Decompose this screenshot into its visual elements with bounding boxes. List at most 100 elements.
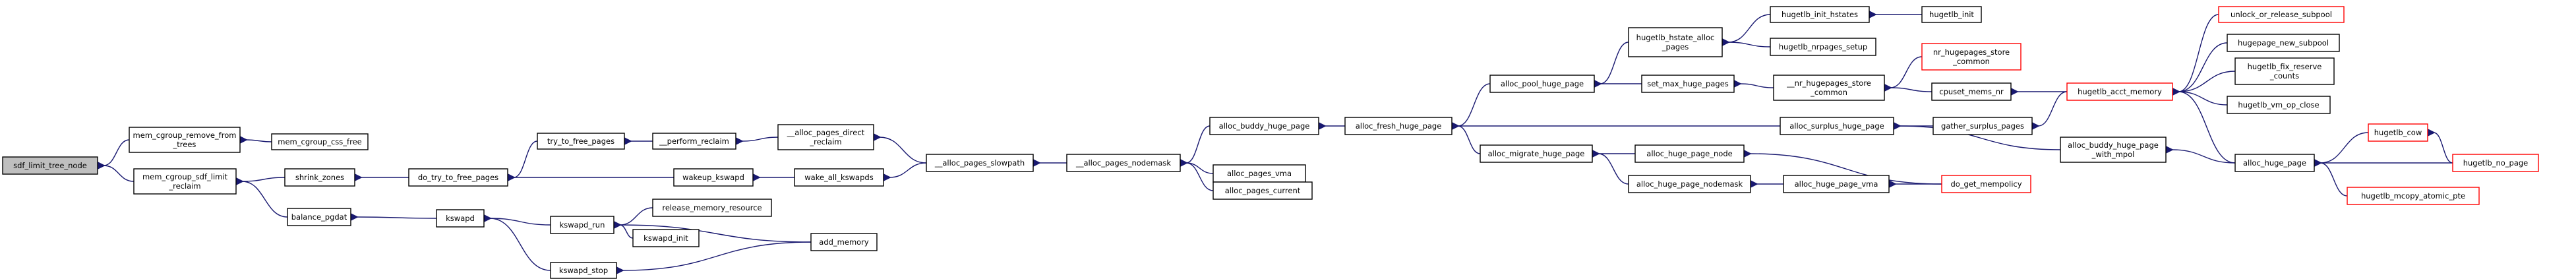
node-wake-all-kswapds[interactable]: wake_all_kswapds — [794, 168, 884, 187]
edge-mem-cgroup-css-free-to-mem-cgroup-remove-from-trees — [246, 140, 272, 142]
edge-release-memory-resource-to-kswapd-run — [620, 207, 653, 225]
node-box — [777, 124, 874, 150]
node-alloc-pages-direct-reclaim[interactable]: __alloc_pages_direct_reclaim — [777, 124, 874, 150]
node-hugetlb-nrpages-setup[interactable]: hugetlb_nrpages_setup — [1770, 38, 1876, 56]
node-label: _counts — [2269, 71, 2299, 80]
node-hugetlb-acct-memory[interactable]: hugetlb_acct_memory — [2066, 82, 2173, 101]
node-cpuset-mems-nr[interactable]: cpuset_mems_nr — [1931, 82, 2012, 101]
node-balance-pgdat[interactable]: balance_pgdat — [287, 208, 351, 226]
node-alloc-migrate-huge-page[interactable]: alloc_migrate_huge_page — [1480, 144, 1593, 163]
edge-unlock-or-release-subpool-to-hugetlb-acct-memory — [2178, 14, 2219, 92]
node-alloc-surplus-huge-page[interactable]: alloc_surplus_huge_page — [1780, 117, 1894, 135]
node-perform-reclaim[interactable]: __perform_reclaim — [652, 133, 736, 150]
node-alloc-pages-slowpath[interactable]: __alloc_pages_slowpath — [926, 154, 1034, 172]
node-box — [1489, 75, 1595, 93]
node-alloc-huge-page-vma[interactable]: alloc_huge_page_vma — [1783, 175, 1890, 193]
node-hugetlb-mcopy-atomic-pte[interactable]: hugetlb_mcopy_atomic_pte — [2347, 187, 2480, 205]
node-box — [1770, 38, 1876, 56]
node-alloc-buddy-huge-page[interactable]: alloc_buddy_huge_page — [1209, 117, 1319, 135]
edge-alloc-pages-current-to-alloc-pages-nodemask — [1186, 163, 1214, 191]
node-box — [1480, 144, 1593, 163]
edge-mem-cgroup-sdf-limit-reclaim-to-sdf-limit-tree-node — [104, 166, 135, 182]
node-label: _reclaim — [809, 137, 841, 146]
node-add-memory[interactable]: add_memory — [810, 233, 878, 251]
node-box — [810, 233, 878, 251]
node-gather-surplus-pages[interactable]: gather_surplus_pages — [1932, 117, 2033, 135]
edge-add-memory-to-kswapd-stop — [622, 241, 812, 270]
node-unlock-or-release-subpool[interactable]: unlock_or_release_subpool — [2218, 6, 2345, 23]
node-label: set_max_huge_pages — [1647, 79, 1729, 88]
node-label: wake_all_kswapds — [804, 173, 873, 182]
node-mem-cgroup-sdf-limit-reclaim[interactable]: mem_cgroup_sdf_limit_reclaim — [133, 168, 237, 195]
node-hugetlb-cow[interactable]: hugetlb_cow — [2368, 123, 2428, 142]
node-box — [2066, 82, 2173, 101]
node-label: kswapd — [446, 214, 475, 223]
node-mem-cgroup-css-free[interactable]: mem_cgroup_css_free — [271, 133, 369, 150]
node-hugetlb-hstate-alloc-pages[interactable]: hugetlb_hstate_alloc_pages — [1628, 27, 1723, 57]
node-try-to-free-pages[interactable]: try_to_free_pages — [537, 133, 625, 150]
node-box — [1066, 154, 1181, 172]
node-box — [1921, 6, 1982, 23]
edge-alloc-huge-page-to-alloc-buddy-huge-page-with-mpol — [2172, 150, 2236, 164]
node-do-try-to-free-pages[interactable]: do_try_to_free_pages — [408, 168, 508, 187]
node-box — [2227, 34, 2340, 52]
node-label: hugetlb_acct_memory — [2078, 87, 2162, 96]
edge-do-get-mempolicy-to-alloc-huge-page-node — [1750, 154, 1942, 185]
node-nr-hugepages-store-common2[interactable]: nr_hugepages_store_common — [1921, 43, 2022, 71]
node-label: wakeup_kswapd — [682, 173, 744, 182]
node-sdf-limit-tree-node[interactable]: sdf_limit_tree_node — [2, 156, 98, 175]
node-alloc-huge-page-node[interactable]: alloc_huge_page_node — [1634, 144, 1745, 163]
node-kswapd-init[interactable]: kswapd_init — [632, 229, 700, 247]
node-label: hugetlb_fix_reserve — [2248, 62, 2322, 71]
node-hugetlb-no-page[interactable]: hugetlb_no_page — [2452, 154, 2539, 172]
node-box — [129, 127, 241, 153]
node-label: _with_mpol — [2091, 150, 2135, 159]
node-box — [2234, 154, 2315, 172]
edge-alloc-huge-page-nodemask-to-alloc-migrate-huge-page — [1598, 154, 1629, 185]
node-label: __alloc_pages_nodemask — [1075, 158, 1171, 168]
edge-kswapd-stop-to-kswapd — [490, 218, 551, 271]
node-box — [652, 199, 772, 217]
node-label: hugetlb_cow — [2374, 128, 2422, 137]
edge-hugetlb-cow-to-alloc-huge-page — [2320, 132, 2369, 163]
edge-alloc-buddy-huge-page-with-mpol-to-alloc-surplus-huge-page — [1900, 126, 2061, 150]
node-kswapd-stop[interactable]: kswapd_stop — [550, 262, 617, 279]
node-shrink-zones[interactable]: shrink_zones — [284, 168, 355, 187]
node-label: hugetlb_mcopy_atomic_pte — [2361, 191, 2465, 201]
edge-alloc-pool-huge-page-to-alloc-fresh-huge-page — [1458, 83, 1491, 126]
node-alloc-pages-current[interactable]: alloc_pages_current — [1213, 181, 1313, 200]
edge-alloc-huge-page-to-hugetlb-acct-memory — [2178, 92, 2236, 164]
edge-hugetlb-nrpages-setup-to-hugetlb-hstate-alloc-pages — [1728, 42, 1771, 47]
node-box — [271, 133, 369, 150]
node-box — [1783, 175, 1890, 193]
node-kswapd-run[interactable]: kswapd_run — [550, 216, 614, 234]
node-alloc-huge-page[interactable]: alloc_huge_page — [2234, 154, 2315, 172]
node-hugetlb-init[interactable]: hugetlb_init — [1921, 6, 1982, 23]
node-alloc-fresh-huge-page[interactable]: alloc_fresh_huge_page — [1344, 117, 1453, 135]
node-nr-hugepages-store-common[interactable]: __nr_hugepages_store_common — [1773, 75, 1885, 101]
node-box — [1773, 75, 1885, 101]
node-alloc-buddy-huge-page-with-mpol[interactable]: alloc_buddy_huge_page_with_mpol — [2060, 137, 2167, 163]
node-box — [1209, 117, 1319, 135]
node-box — [673, 168, 754, 187]
node-mem-cgroup-remove-from-trees[interactable]: mem_cgroup_remove_from_trees — [129, 127, 241, 153]
node-alloc-pages-vma[interactable]: alloc_pages_vma — [1213, 164, 1306, 183]
node-alloc-pages-nodemask[interactable]: __alloc_pages_nodemask — [1066, 154, 1181, 172]
node-label: alloc_huge_page_nodemask — [1636, 179, 1743, 189]
node-label: alloc_pages_vma — [1227, 169, 1292, 178]
node-hugepage-new-subpool[interactable]: hugepage_new_subpool — [2227, 34, 2340, 52]
node-box — [2218, 6, 2345, 23]
node-wakeup-kswapd[interactable]: wakeup_kswapd — [673, 168, 754, 187]
node-hugetlb-fix-reserve-counts[interactable]: hugetlb_fix_reserve_counts — [2234, 57, 2335, 85]
node-set-max-huge-pages[interactable]: set_max_huge_pages — [1641, 75, 1735, 93]
node-release-memory-resource[interactable]: release_memory_resource — [652, 199, 772, 217]
node-box — [537, 133, 625, 150]
node-do-get-mempolicy[interactable]: do_get_mempolicy — [1941, 175, 2031, 193]
node-alloc-huge-page-nodemask[interactable]: alloc_huge_page_nodemask — [1628, 175, 1751, 193]
node-box — [2452, 154, 2539, 172]
node-hugetlb-init-hstates[interactable]: hugetlb_init_hstates — [1770, 6, 1870, 23]
node-label: mem_cgroup_sdf_limit — [142, 172, 228, 181]
node-kswapd[interactable]: kswapd — [436, 209, 485, 228]
node-alloc-pool-huge-page[interactable]: alloc_pool_huge_page — [1489, 75, 1595, 93]
node-hugetlb-vm-op-close[interactable]: hugetlb_vm_op_close — [2227, 96, 2331, 114]
